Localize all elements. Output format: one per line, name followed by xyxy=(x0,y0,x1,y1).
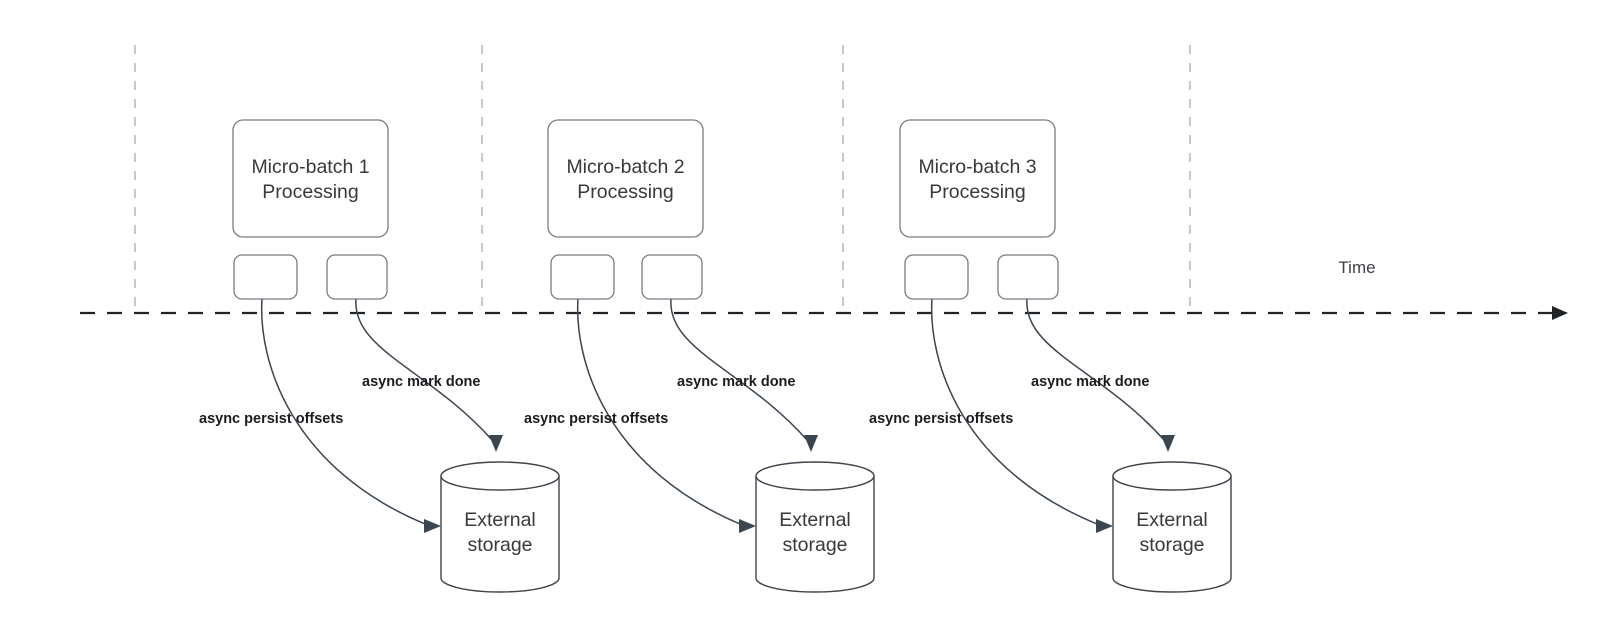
group-3-edges xyxy=(930,298,1175,533)
external-storage-2-label-line2: storage xyxy=(782,534,847,556)
external-storage-1-label-line2: storage xyxy=(467,534,532,556)
separator-lines-group xyxy=(134,45,1191,313)
mark-done-edge-label: async mark done xyxy=(1031,374,1149,390)
group-2-markdone-task-box[interactable] xyxy=(641,254,703,300)
micro-batch-1-label-line1: Micro-batch 1 xyxy=(251,156,369,178)
group-1-persist-task-box[interactable] xyxy=(233,254,298,300)
persist-offsets-arrow-icon xyxy=(1096,519,1113,533)
group-2-edges xyxy=(576,298,818,533)
mark-done-edge-path xyxy=(1026,298,1165,441)
time-axis-arrow-icon xyxy=(1552,306,1568,320)
persist-offsets-edge-path xyxy=(260,298,431,527)
persist-offsets-arrow-icon xyxy=(424,519,441,533)
time-axis-label: Time xyxy=(1338,258,1375,277)
flow-edges-group xyxy=(260,298,1175,533)
external-storage-2-label-line1: External xyxy=(779,509,851,531)
mark-done-arrow-icon xyxy=(1161,435,1175,452)
micro-batch-3-label-line2: Processing xyxy=(929,181,1025,203)
micro-batch-2-label-line1: Micro-batch 2 xyxy=(566,156,684,178)
external-storage-1-label-line1: External xyxy=(464,509,536,531)
time-axis-group: Time xyxy=(80,258,1568,320)
mark-done-edge-label: async mark done xyxy=(362,374,480,390)
persist-offsets-edge-label: async persist offsets xyxy=(199,411,343,427)
external-storage-2-top-icon xyxy=(755,461,875,491)
group-1-markdone-task-box[interactable] xyxy=(326,254,388,300)
persist-offsets-edge-path xyxy=(930,298,1103,527)
micro-batch-3-box[interactable] xyxy=(899,119,1056,238)
external-storage-1-body[interactable] xyxy=(440,475,560,593)
micro-batch-1-label-line2: Processing xyxy=(262,181,358,203)
mark-done-arrow-icon xyxy=(489,435,503,452)
nodes-group: Micro-batch 1ProcessingExternalstorageMi… xyxy=(232,119,1232,593)
group-1-edge-labels: async persist offsets async mark done xyxy=(199,374,480,427)
group-2-persist-task-box[interactable] xyxy=(550,254,615,300)
group-3-markdone-task-box[interactable] xyxy=(997,254,1059,300)
micro-batch-2-box[interactable] xyxy=(547,119,704,238)
mark-done-edge-label: async mark done xyxy=(677,374,795,390)
external-storage-3-label-line1: External xyxy=(1136,509,1208,531)
group-3-edge-labels: async persist offsets async mark done xyxy=(869,374,1149,427)
mark-done-arrow-icon xyxy=(804,435,818,452)
micro-batch-1-box[interactable] xyxy=(232,119,389,238)
persist-offsets-arrow-icon xyxy=(739,519,756,533)
persist-offsets-edge-path xyxy=(576,298,746,527)
external-storage-1-top-icon xyxy=(440,461,560,491)
persist-offsets-edge-label: async persist offsets xyxy=(524,411,668,427)
group-2-edge-labels: async persist offsets async mark done xyxy=(524,374,795,427)
group-3-persist-task-box[interactable] xyxy=(904,254,969,300)
mark-done-edge-path xyxy=(355,298,493,441)
external-storage-2-body[interactable] xyxy=(755,475,875,593)
persist-offsets-edge-label: async persist offsets xyxy=(869,411,1013,427)
external-storage-3-label-line2: storage xyxy=(1139,534,1204,556)
micro-batch-2-label-line2: Processing xyxy=(577,181,673,203)
mark-done-edge-path xyxy=(670,298,808,441)
external-storage-3-top-icon xyxy=(1112,461,1232,491)
micro-batch-3-label-line1: Micro-batch 3 xyxy=(918,156,1036,178)
group-1-edges xyxy=(260,298,503,533)
external-storage-3-body[interactable] xyxy=(1112,475,1232,593)
